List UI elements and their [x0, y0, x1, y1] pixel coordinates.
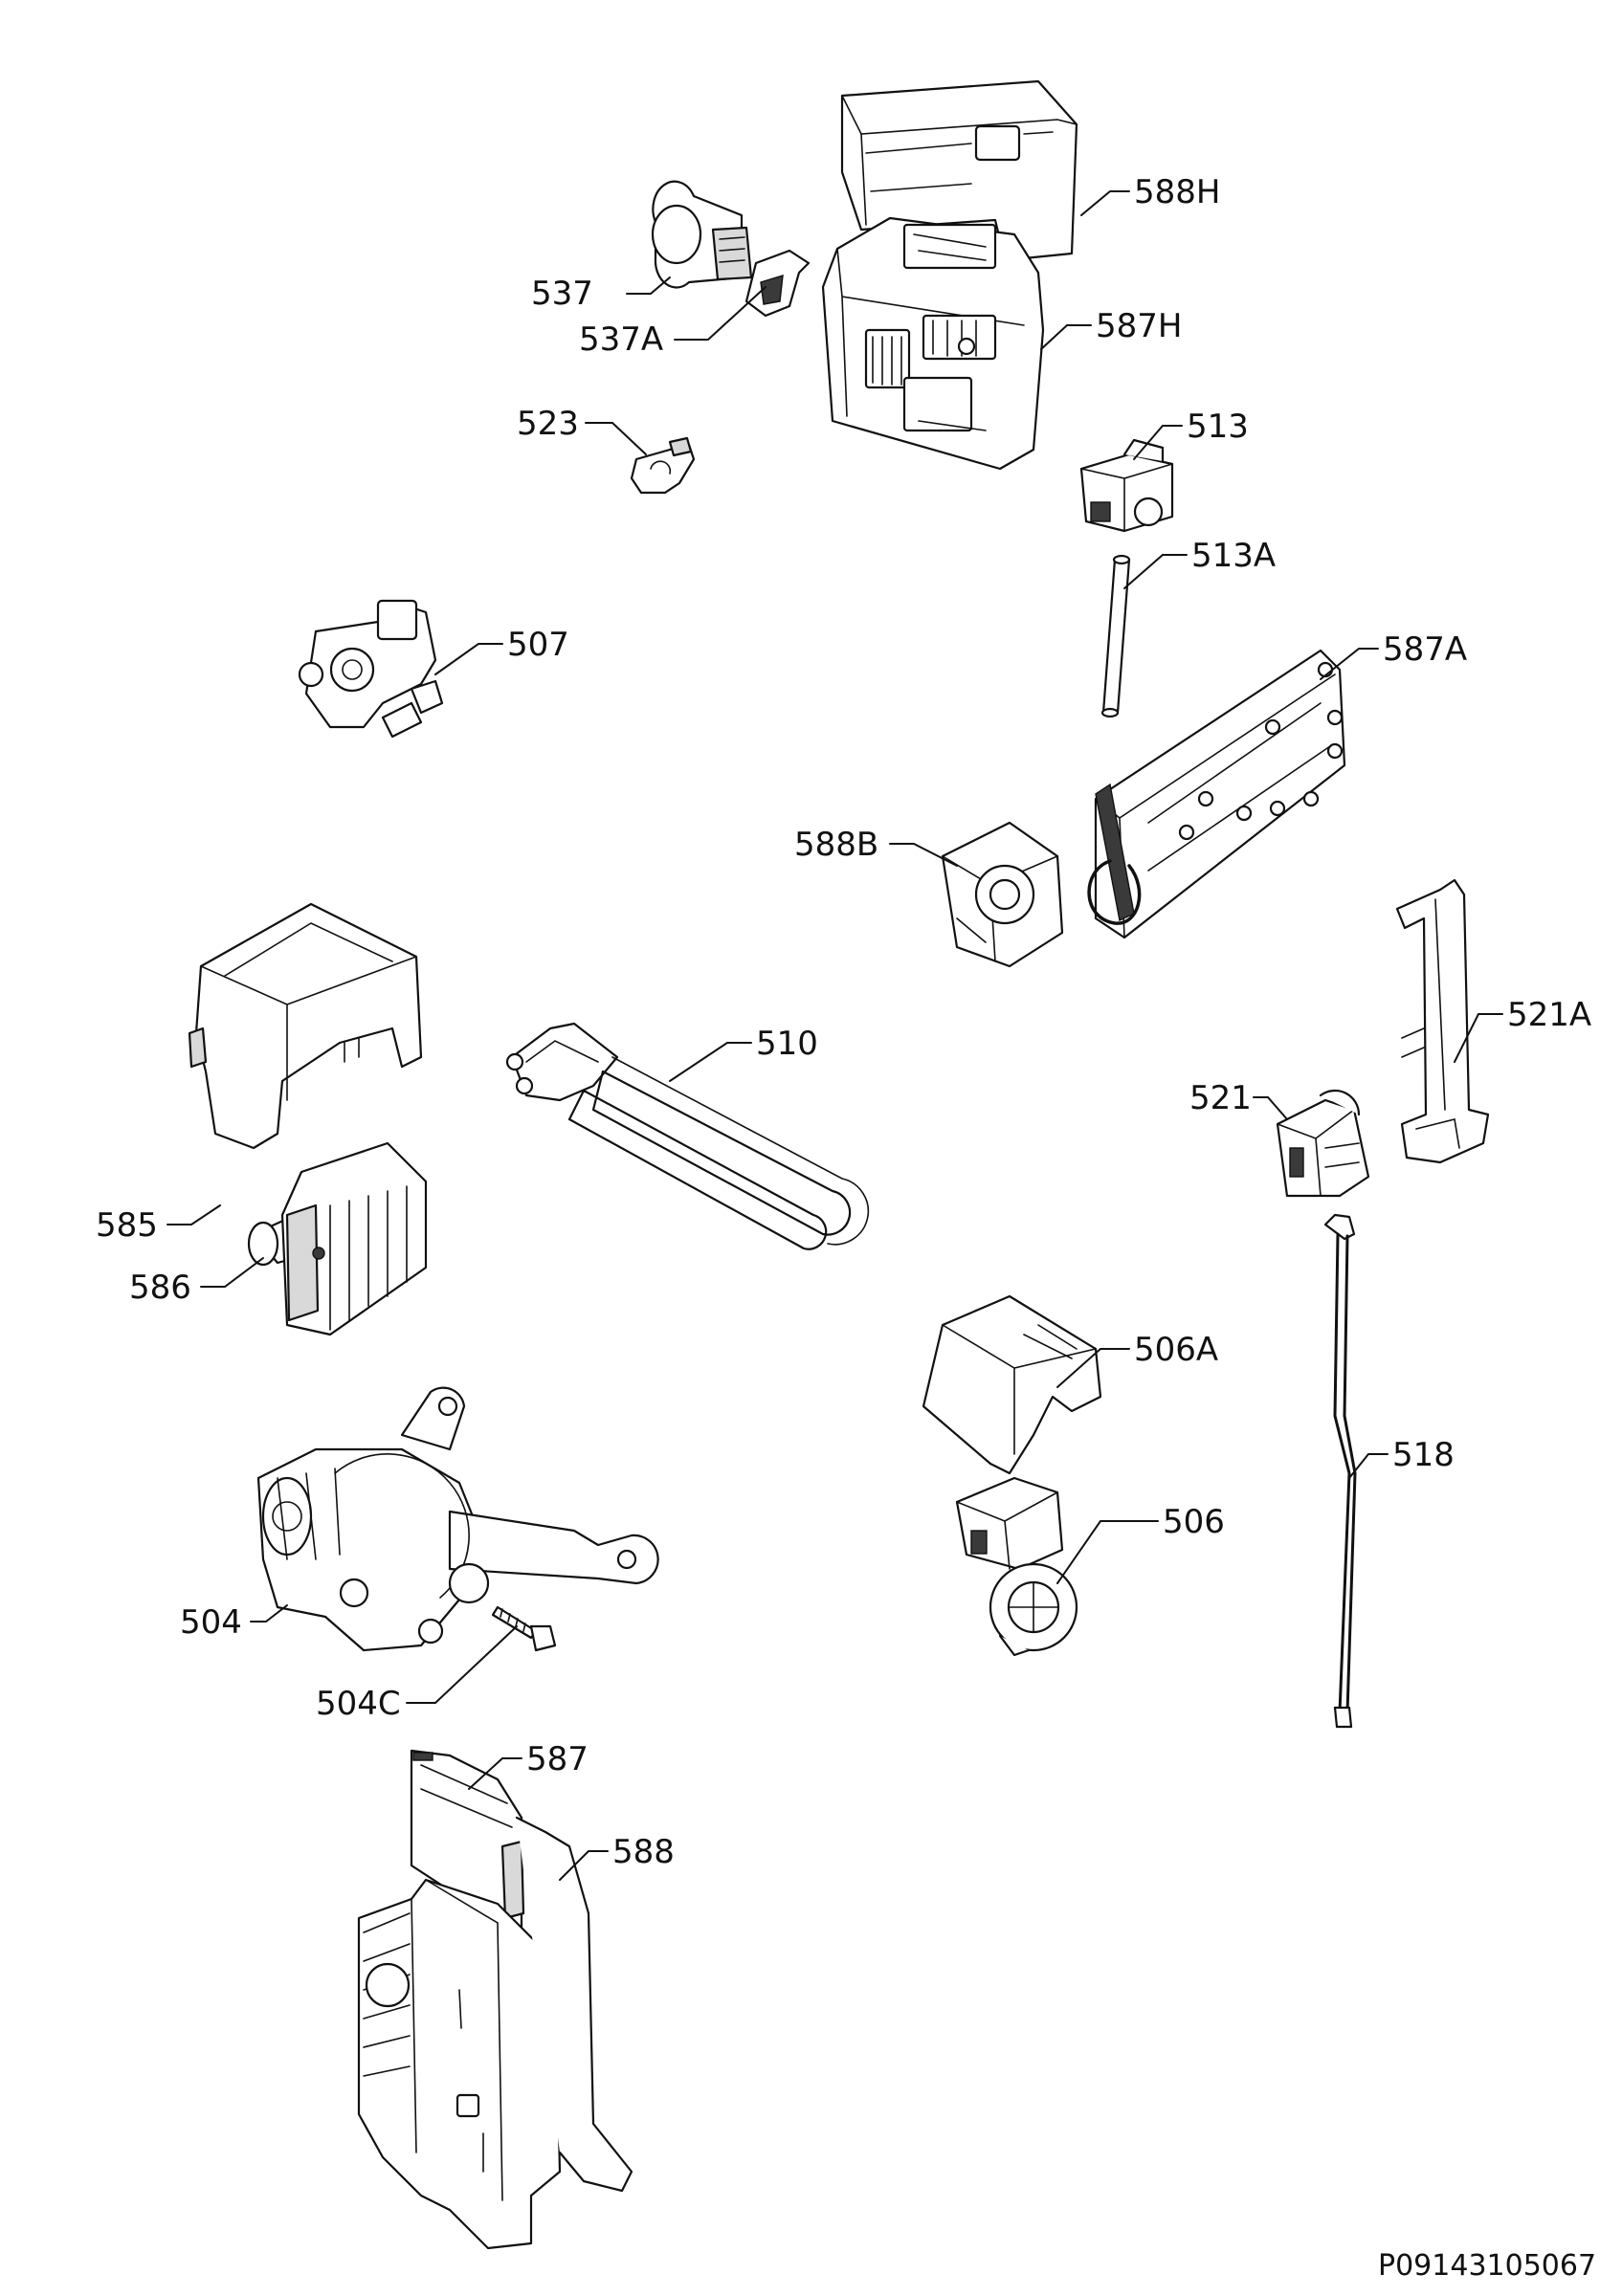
part-504-drawing — [256, 1386, 659, 1652]
part-labels: 588H 537 537A 587H 523 513 513A 507 587A… — [96, 173, 1591, 1871]
part-523-drawing — [630, 436, 696, 495]
leader-510 — [669, 1042, 752, 1082]
label-587H: 587H — [1096, 307, 1182, 345]
label-588: 588 — [612, 1833, 675, 1871]
part-537-drawing — [651, 180, 753, 289]
leader-537 — [626, 276, 671, 295]
leader-537A — [674, 286, 767, 341]
part-521A-drawing — [1395, 878, 1490, 1164]
leader-588H — [1080, 190, 1130, 216]
leader-513 — [1133, 425, 1183, 460]
label-523: 523 — [517, 405, 579, 443]
label-587: 587 — [526, 1740, 589, 1778]
part-507-drawing — [298, 599, 444, 739]
leader-587 — [468, 1757, 522, 1790]
leader-587A — [1320, 648, 1379, 680]
leader-588B — [889, 843, 958, 867]
label-506: 506 — [1163, 1503, 1225, 1541]
label-507: 507 — [507, 626, 569, 664]
label-588H: 588H — [1134, 173, 1220, 211]
part-504C-drawing — [491, 1605, 557, 1652]
leader-587H — [1040, 324, 1092, 350]
leader-513A — [1123, 554, 1188, 589]
leader-504 — [250, 1604, 288, 1623]
label-537: 537 — [531, 275, 593, 313]
leader-523 — [585, 422, 647, 455]
part-588B-drawing — [941, 821, 1064, 968]
leader-521 — [1253, 1096, 1288, 1120]
label-521A: 521A — [1507, 996, 1591, 1034]
part-537A-drawing — [744, 249, 811, 318]
part-588-drawing — [357, 1816, 633, 2250]
label-585: 585 — [96, 1206, 158, 1245]
part-586-drawing — [247, 1141, 428, 1336]
leader-521A — [1454, 1013, 1503, 1063]
part-587-drawing — [410, 1749, 525, 1939]
part-587A-drawing — [1087, 649, 1346, 939]
part-506-drawing — [955, 1476, 1078, 1657]
label-513A: 513A — [1191, 537, 1276, 575]
part-513A-drawing — [1100, 554, 1131, 718]
part-585-drawing — [188, 902, 423, 1150]
label-504C: 504C — [316, 1685, 401, 1723]
label-504: 504 — [180, 1603, 242, 1642]
leader-586 — [200, 1257, 264, 1288]
leader-507 — [434, 643, 503, 675]
label-588B: 588B — [794, 826, 878, 864]
label-510: 510 — [756, 1025, 818, 1063]
leader-504C — [406, 1625, 518, 1704]
part-506A-drawing — [922, 1294, 1102, 1475]
part-513-drawing — [1079, 438, 1174, 533]
leader-506A — [1056, 1348, 1130, 1388]
label-513: 513 — [1187, 408, 1249, 446]
part-521-drawing — [1276, 1089, 1370, 1198]
label-537A: 537A — [579, 320, 663, 359]
leader-518 — [1348, 1453, 1389, 1479]
label-506A: 506A — [1134, 1331, 1218, 1369]
leader-506 — [1056, 1520, 1159, 1584]
part-587H-drawing — [821, 216, 1045, 471]
leader-588 — [559, 1850, 609, 1881]
leader-lines — [167, 190, 1503, 1881]
label-587A: 587A — [1383, 630, 1467, 669]
part-510-drawing — [505, 1022, 870, 1250]
leader-585 — [167, 1204, 221, 1225]
document-code: P09143105067 — [1378, 2249, 1596, 2283]
label-586: 586 — [129, 1269, 191, 1307]
part-518-drawing — [1323, 1213, 1357, 1729]
label-521: 521 — [1189, 1079, 1252, 1117]
label-518: 518 — [1392, 1436, 1455, 1474]
